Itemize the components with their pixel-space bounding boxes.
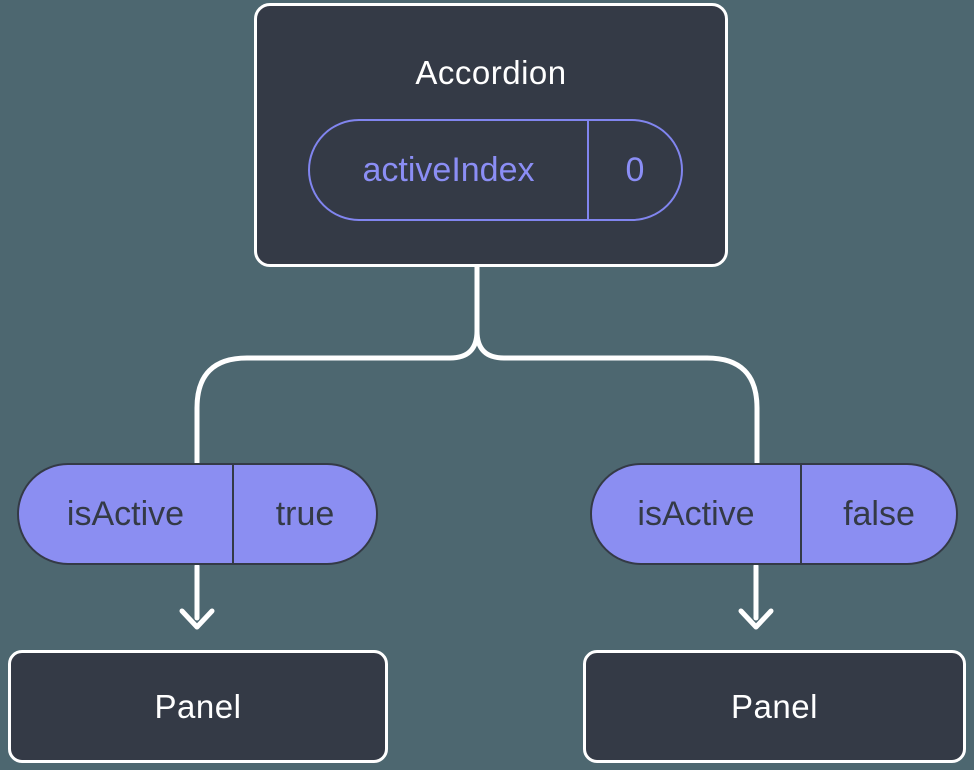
arrow-down-right-icon (738, 563, 774, 630)
prop-pill-isactive-left: isActive true (17, 463, 378, 565)
arrow-down-left-icon (179, 563, 215, 630)
connector-root-to-right-child (474, 260, 760, 467)
prop-pill-isactive-left-name: isActive (19, 465, 234, 563)
node-panel-left: Panel (8, 650, 388, 763)
prop-pill-isactive-right-value: false (843, 495, 915, 533)
connector-root-to-left-child (194, 260, 480, 467)
node-accordion-title: Accordion (415, 54, 567, 91)
node-panel-left-title: Panel (154, 688, 242, 725)
prop-pill-activeindex: activeIndex 0 (308, 119, 683, 221)
prop-pill-isactive-right: isActive false (590, 463, 958, 565)
prop-pill-activeindex-name: activeIndex (310, 121, 589, 219)
prop-pill-activeindex-value: 0 (625, 151, 645, 189)
node-panel-right: Panel (583, 650, 966, 763)
prop-pill-isactive-left-value: true (275, 495, 335, 533)
prop-pill-isactive-right-name: isActive (592, 465, 802, 563)
node-panel-right-title: Panel (731, 688, 818, 725)
node-accordion: Accordion activeIndex 0 (254, 3, 728, 267)
